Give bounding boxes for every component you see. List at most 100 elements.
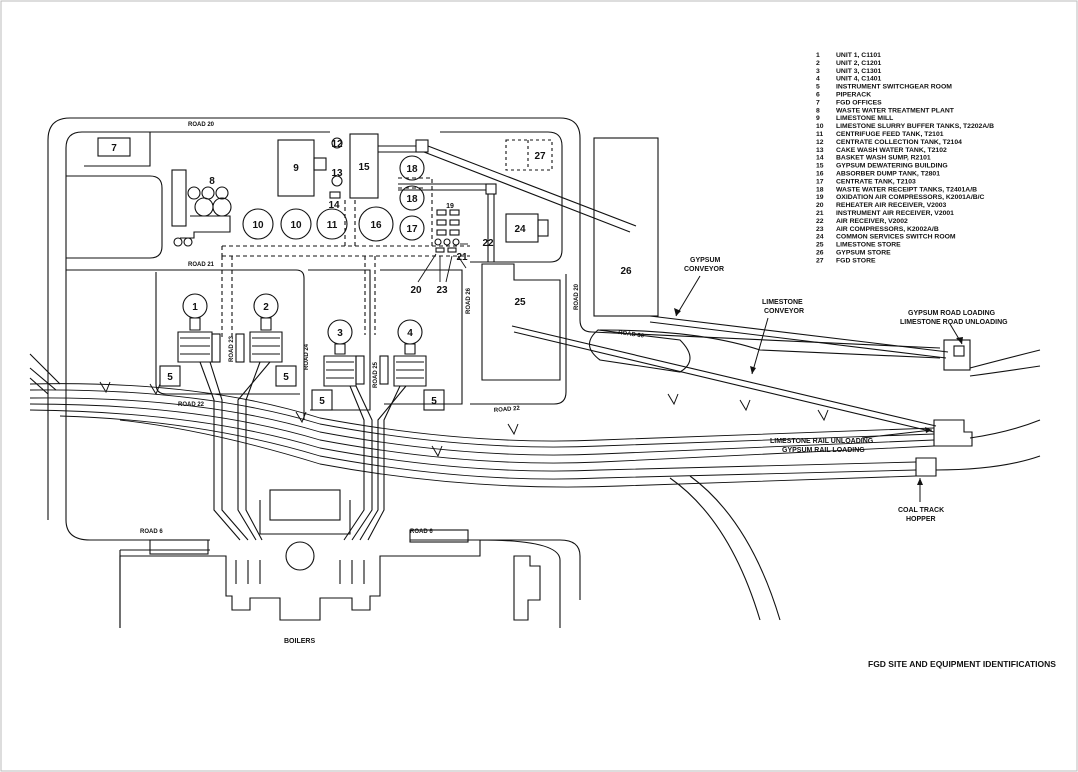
legend-label: UNIT 3, C1301 <box>836 68 882 75</box>
legend-number: 13 <box>816 147 824 154</box>
wwtp-circle <box>201 186 215 200</box>
rail-markers <box>99 381 829 458</box>
road-label-25: ROAD 25 <box>373 361 379 388</box>
road-loading-building <box>943 339 971 371</box>
track-branch <box>935 455 1041 471</box>
gypsum-conveyor-lower <box>649 315 949 359</box>
tag-21: 21 <box>456 252 468 263</box>
callout-gypsum-conveyor: CONVEYOR <box>684 266 724 273</box>
legend-label: CENTRIFUGE FEED TANK, T2101 <box>836 131 944 138</box>
wwtp-circle <box>215 186 229 200</box>
tag-13: 13 <box>331 168 343 179</box>
absorber-dump-tank <box>358 206 394 242</box>
legend-number: 26 <box>816 250 824 257</box>
waste-water-receipt-tank <box>399 155 425 181</box>
absorber-unit-4 <box>379 319 427 387</box>
wwtp-circle <box>194 197 214 217</box>
tag-20: 20 <box>410 285 422 296</box>
tag-2: 2 <box>263 302 269 313</box>
centrate-collection-tank <box>331 137 343 149</box>
legend-number: 2 <box>816 60 820 67</box>
road-label-6: ROAD 6 <box>140 529 163 535</box>
legend-label: LIMESTONE MILL <box>836 115 893 122</box>
tag-14: 14 <box>328 200 340 211</box>
callout-coal-track: COAL TRACK <box>898 507 944 514</box>
tag-12: 12 <box>331 139 343 150</box>
coal-track-hopper-building <box>915 457 937 477</box>
air-compressors <box>435 247 445 253</box>
legend-number: 27 <box>816 257 824 264</box>
callout-arrows <box>675 275 963 502</box>
wwtp-tank-vertical <box>171 169 187 227</box>
limestone-store <box>481 263 561 381</box>
tag-15: 15 <box>358 162 370 173</box>
legend-number: 17 <box>816 178 824 185</box>
legend-label: LIMESTONE STORE <box>836 242 901 249</box>
tag-7: 7 <box>111 143 117 154</box>
equipment-tags: 1 2 3 4 5 5 5 5 7 8 9 10 10 11 12 13 14 … <box>111 139 632 407</box>
air-compressors <box>447 247 457 253</box>
oxidation-air-compressors <box>436 209 460 236</box>
legend-number: 11 <box>816 131 823 138</box>
road-label-20-vert: ROAD 20 <box>574 283 580 310</box>
legend-number: 21 <box>816 210 824 217</box>
tag-4: 4 <box>407 328 413 339</box>
legend-number: 10 <box>816 123 824 130</box>
legend-label: PIPERACK <box>836 92 871 99</box>
fgd-store <box>505 139 553 171</box>
conveyor-tower-2 <box>485 183 497 195</box>
wwtp-small-circle <box>173 237 183 247</box>
wwtp-basin <box>180 215 231 239</box>
legend-number: 15 <box>816 163 824 170</box>
callout-road-loading: LIMESTONE ROAD UNLOADING <box>900 319 1008 326</box>
building-se <box>513 555 541 621</box>
road-label-20: ROAD 20 <box>188 122 215 128</box>
legend-number: 9 <box>816 115 820 122</box>
legend-label: WASTE WATER TREATMENT PLANT <box>836 107 955 114</box>
legend-number: 24 <box>816 234 824 241</box>
legend-label: CENTRATE TANK, T2103 <box>836 178 916 185</box>
gypsum-conveyor <box>423 145 637 233</box>
tag-5: 5 <box>431 396 437 407</box>
callout-limestone-conveyor: CONVEYOR <box>764 308 804 315</box>
tag-8: 8 <box>209 176 215 187</box>
legend-label: GYPSUM DEWATERING BUILDING <box>836 163 948 170</box>
legend-label: GYPSUM STORE <box>836 250 891 257</box>
limestone-conveyor <box>511 325 937 433</box>
road-label-23: ROAD 23 <box>229 335 235 362</box>
wwtp-circle <box>212 197 232 217</box>
limestone-slurry-buffer-tank <box>280 208 312 240</box>
waste-water-receipt-tank <box>399 185 425 211</box>
road-label-6b: ROAD 6 <box>410 529 433 535</box>
road-6 <box>65 519 581 600</box>
absorber-unit-1 <box>177 293 221 363</box>
legend-label: UNIT 1, C1101 <box>836 52 881 59</box>
ducts <box>199 361 407 541</box>
figure-title: FGD SITE AND EQUIPMENT IDENTIFICATIONS <box>868 659 1056 669</box>
road-label-30: ROAD 30 <box>618 330 645 340</box>
track-curve-south <box>669 477 761 621</box>
legend-number: 3 <box>816 68 820 75</box>
callout-rail-loading: LIMESTONE RAIL UNLOADING <box>770 438 874 445</box>
tag-3: 3 <box>337 328 343 339</box>
conveyor-drop <box>487 194 495 262</box>
boiler-aux-right <box>409 529 469 543</box>
conveyor-transfer-tower <box>415 139 429 153</box>
wwtp-circle <box>187 186 201 200</box>
site-boundary <box>47 117 581 520</box>
track-curve-south-2 <box>689 475 781 621</box>
legend-label: UNIT 2, C1201 <box>836 60 882 67</box>
boilers-outline <box>119 539 561 628</box>
plot-unit-3-4-b <box>380 269 463 405</box>
callout-boilers: BOILERS <box>284 638 315 645</box>
plot-unit-3-4 <box>308 269 371 411</box>
fgd-offices <box>97 137 131 157</box>
legend-number: 5 <box>816 84 820 91</box>
legend-label: OXIDATION AIR COMPRESSORS, K2001A/B/C <box>836 194 985 201</box>
legend-label: INSTRUMENT SWITCHGEAR ROOM <box>836 84 952 91</box>
legend-number: 8 <box>816 107 820 114</box>
rail-tracks <box>29 383 935 488</box>
legend-label: FGD STORE <box>836 257 876 264</box>
